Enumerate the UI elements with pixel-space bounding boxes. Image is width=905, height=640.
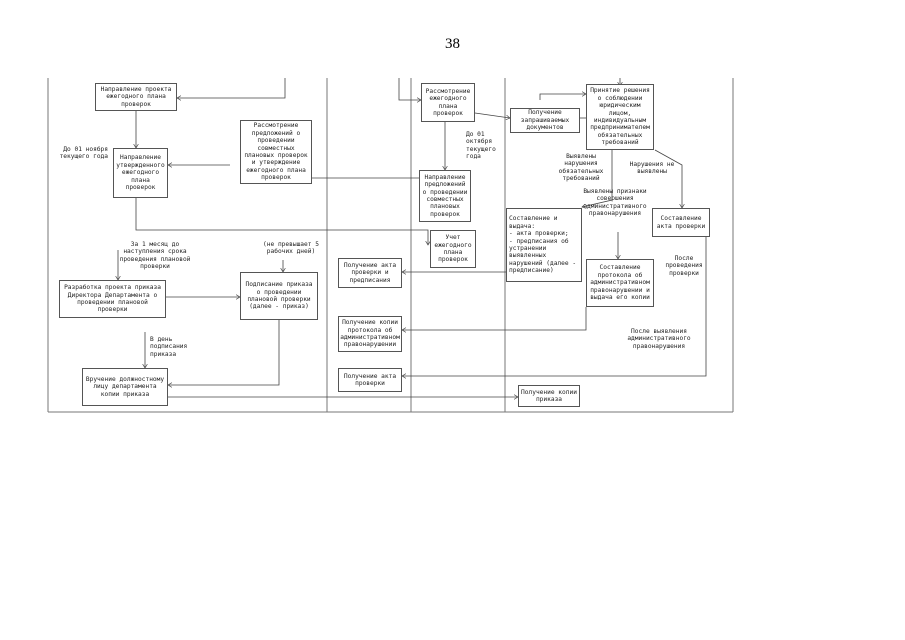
step-draw-up-act: Составление акта проверки — [652, 208, 710, 237]
step-send-draft-annual-plan: Направление проекта ежегодного плана про… — [95, 83, 177, 111]
connector — [398, 78, 421, 100]
connector — [474, 112, 510, 118]
step-send-joint-inspection-proposals: Направление предложений о проведении сов… — [419, 170, 471, 222]
connector — [168, 320, 280, 385]
step-consider-joint-inspection-proposals: Рассмотрение предложений о проведении со… — [240, 120, 312, 184]
step-receive-requested-documents: Получение запрашиваемых документов — [510, 108, 580, 133]
connector — [402, 237, 707, 376]
page-number: 38 — [445, 36, 460, 52]
note-offense-signs: Выявлены признаки совершения администрат… — [583, 188, 647, 218]
step-decision-compliance: Принятие решения о соблюдении юридически… — [586, 84, 654, 150]
step-register-annual-plan: Учет ежегодного плана проверок — [430, 230, 476, 268]
step-issue-act-and-order: Составление и выдача: - акта проверки; -… — [506, 208, 582, 282]
step-receive-order-copy: Получение копии приказа — [518, 385, 580, 407]
connector — [177, 78, 286, 98]
note-on-signing-day: В день подписания приказа — [150, 336, 188, 358]
note-violations-found: Выявлены нарушения обязательных требован… — [558, 153, 604, 183]
connector — [402, 307, 587, 330]
note-deadline-nov: До 01 ноября текущего года — [59, 146, 108, 161]
connector — [654, 149, 682, 208]
connector — [135, 198, 428, 245]
step-sign-inspection-order: Подписание приказа о проведении плановой… — [240, 272, 318, 320]
step-hand-order-copy: Вручение должностному лицу департамента … — [82, 368, 168, 406]
step-receive-act: Получение акта проверки — [338, 368, 402, 392]
step-draft-inspection-order: Разработка проекта приказа Директора Деп… — [59, 280, 166, 318]
note-no-violations: Нарушения не выявлены — [629, 161, 675, 176]
step-receive-protocol-copy: Получение копии протокола об администрат… — [338, 316, 402, 352]
note-one-month-before: За 1 месяц до наступления срока проведен… — [119, 241, 191, 271]
note-after-offense: После выявления административного правон… — [627, 328, 691, 350]
connector — [582, 150, 613, 207]
note-after-inspection: После проведения проверки — [665, 255, 703, 277]
step-send-approved-annual-plan: Направление утвержденного ежегодного пла… — [113, 148, 168, 198]
connector — [539, 94, 586, 100]
step-review-annual-plan: Рассмотрение ежегодного плана проверок — [421, 83, 475, 122]
step-receive-act-and-order: Получение акта проверки и предписания — [338, 258, 402, 288]
step-protocol-administrative-offense: Составление протокола об административно… — [586, 259, 654, 307]
note-deadline-oct: До 01 октября текущего года — [466, 131, 496, 161]
note-five-working-days: (не превышает 5 рабочих дней) — [263, 241, 319, 256]
